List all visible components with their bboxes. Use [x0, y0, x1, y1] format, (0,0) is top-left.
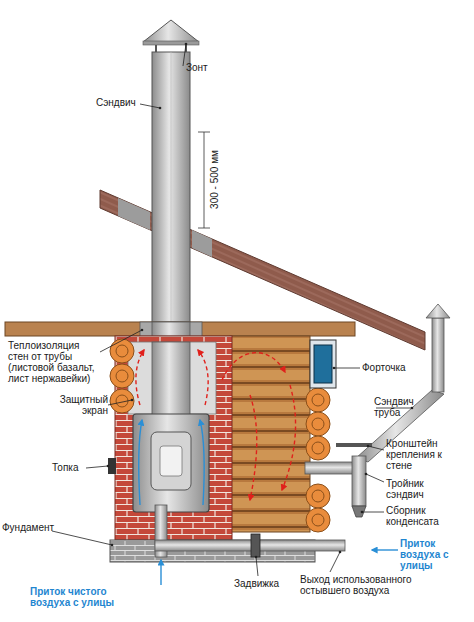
chimney-cap — [143, 20, 199, 52]
cold-air-flow — [200, 420, 204, 505]
log-ends — [306, 388, 330, 412]
leader-line — [334, 368, 360, 369]
firebox — [160, 446, 182, 476]
leader-line — [100, 330, 142, 352]
chimney-sandwich-pipe — [152, 52, 190, 417]
air-duct — [155, 505, 345, 557]
roof — [118, 198, 150, 230]
log-ends — [110, 364, 134, 388]
foundation-label: Фундамент — [2, 522, 62, 533]
leader-line — [108, 400, 132, 405]
log-ends — [306, 508, 330, 532]
brick-stove — [152, 342, 190, 418]
log-ends — [110, 389, 134, 413]
log-ends — [312, 394, 324, 406]
roof — [192, 230, 212, 257]
outdoor-sandwich-pipe — [432, 318, 444, 392]
log-wall — [230, 336, 310, 532]
insulation-label: Теплоизоляция стен от трубы (листовой ба… — [8, 340, 100, 384]
log-ends — [110, 339, 330, 532]
cold-air-flow — [139, 420, 142, 505]
bracket-label: Кронштейн крепления к стене — [386, 438, 456, 471]
log-ends — [306, 436, 330, 460]
log-ends — [312, 418, 324, 430]
hot-air-flow — [282, 385, 296, 490]
cap-label: Зонт — [186, 62, 226, 73]
hot-air-flow — [198, 350, 208, 405]
firebox — [133, 414, 209, 512]
leader-line — [362, 512, 384, 513]
leader-line — [330, 552, 340, 572]
vent-window — [314, 345, 332, 383]
leader-line — [366, 474, 384, 482]
tee-label: Тройник сэндвич — [386, 478, 456, 500]
brick-stove — [115, 336, 232, 540]
log-ends — [110, 339, 134, 363]
log-ends — [312, 442, 324, 454]
ceiling-plank — [5, 322, 355, 336]
leader-line — [52, 44, 412, 576]
outdoor-sandwich-pipe — [352, 506, 366, 517]
log-ends — [312, 514, 324, 526]
dimension-line — [204, 132, 205, 228]
outdoor-sandwich-pipe — [336, 443, 372, 447]
log-wall — [230, 336, 310, 532]
vent-window — [310, 340, 336, 388]
outdoor-sandwich-pipe — [305, 304, 450, 517]
leader-line — [368, 446, 384, 450]
leader-line — [256, 557, 258, 576]
firebox — [151, 432, 191, 490]
pipe-label: Сэндвич труба — [374, 396, 416, 418]
firebox — [133, 414, 209, 512]
leader-line — [86, 466, 108, 468]
leader-line — [52, 531, 112, 545]
chimney-cap — [143, 41, 199, 45]
pipe-label: Сэндвич — [96, 97, 142, 108]
hot-air-flow — [250, 395, 257, 500]
leader-line — [183, 44, 186, 66]
condensate-label: Сборник конденсата — [386, 505, 466, 527]
chimney-cap — [143, 20, 199, 42]
cold-air-flow — [139, 420, 398, 585]
brick-stove — [108, 336, 232, 540]
ceiling-plank — [140, 322, 202, 336]
log-ends — [312, 490, 324, 502]
ceiling-plank — [5, 322, 355, 336]
hot-air-flow — [136, 350, 144, 405]
log-ends — [116, 345, 128, 357]
air-duct — [155, 540, 345, 551]
outdoor-sandwich-pipe — [305, 462, 355, 474]
air-outlet-label: Выход использованного остывшего воздуха — [300, 574, 420, 596]
chimney-sandwich-pipe — [152, 52, 190, 417]
cold-air-flow — [372, 549, 398, 550]
dimension-line — [198, 132, 210, 228]
air-duct — [251, 534, 260, 557]
air-inlet-label: Приток чистого воздуха с улицы — [30, 586, 130, 608]
cold-air-flow — [160, 560, 161, 585]
brick-stove — [108, 458, 116, 474]
dimension-line — [198, 132, 210, 133]
log-ends — [306, 412, 330, 436]
damper-label: Задвижка — [234, 578, 294, 589]
vent-window — [310, 340, 336, 388]
dimension-label: 300 - 500 мм — [209, 130, 220, 230]
hot-air-flow — [222, 353, 285, 380]
screen-label: Защитный экран — [52, 394, 108, 416]
dimension-line — [198, 228, 210, 229]
hot-air-flow — [136, 350, 296, 500]
air-inlet-label: Приток воздуха с улицы — [400, 538, 472, 571]
outdoor-sandwich-pipe — [426, 304, 450, 318]
log-ends — [116, 370, 128, 382]
firebox-label: Топка — [52, 462, 88, 473]
outdoor-sandwich-pipe — [352, 456, 366, 506]
ceiling-plank — [152, 322, 190, 336]
window-label: Форточка — [362, 362, 422, 373]
leader-line — [140, 104, 160, 108]
log-ends — [306, 484, 330, 508]
